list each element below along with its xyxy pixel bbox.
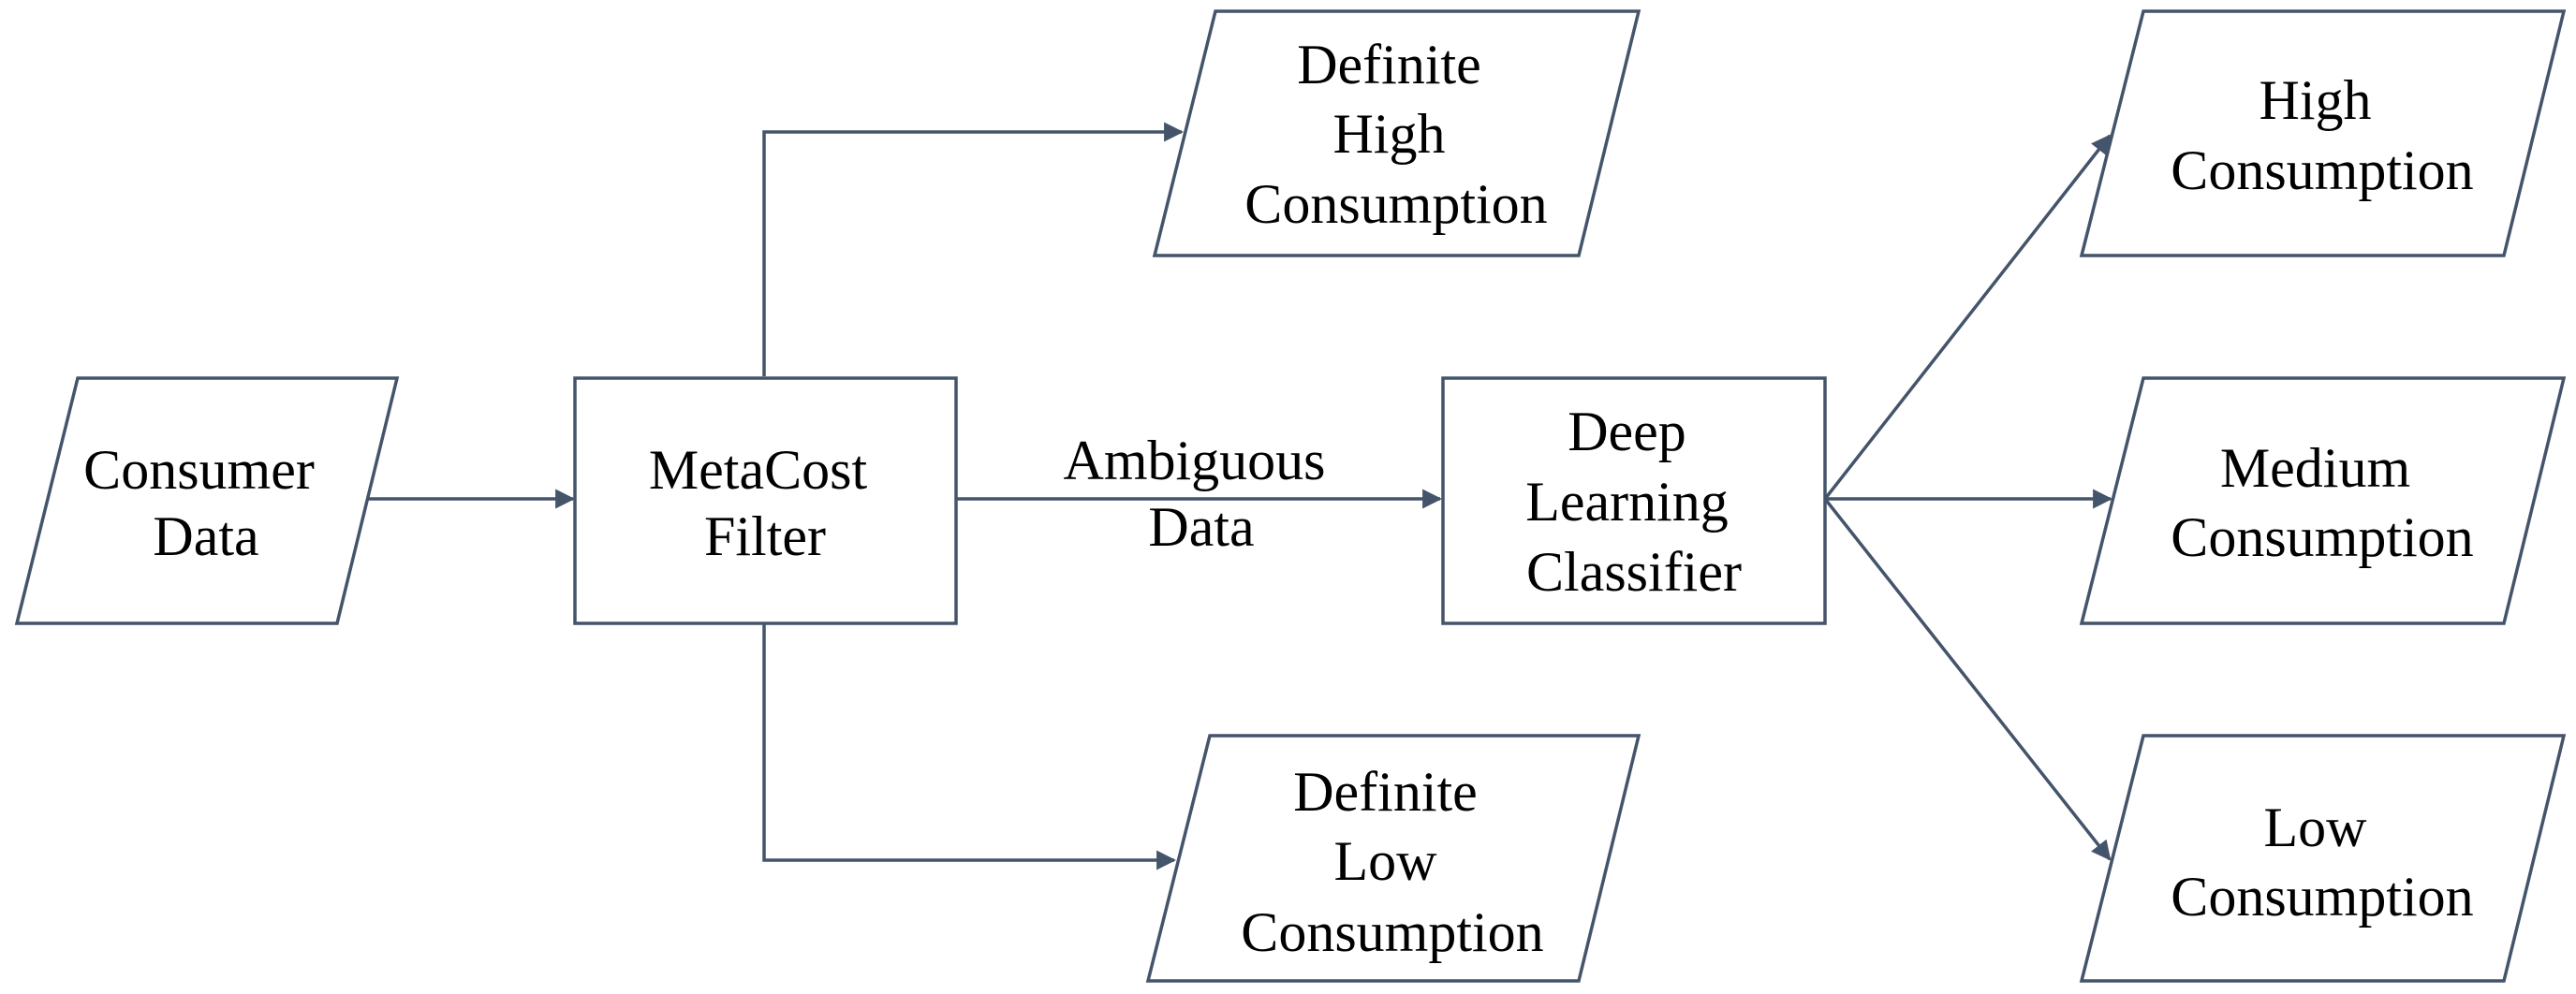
node-label-line: High xyxy=(2260,69,2372,131)
node-label: Low Consumption xyxy=(2171,797,2473,928)
arrow-filter-to-definite-low xyxy=(762,623,1177,870)
node-label-line: Classifier xyxy=(1526,541,1742,603)
parallelogram-shape xyxy=(14,376,400,625)
node-label-line: Filter xyxy=(704,505,826,567)
node-label-line: Definite xyxy=(1293,761,1478,823)
node-label-line: Medium xyxy=(2220,437,2410,499)
node-label-line: MetaCost xyxy=(649,439,868,501)
node-label: Definite High Consumption xyxy=(1244,34,1547,235)
parallelogram-shape xyxy=(2079,734,2567,983)
edge-label-line: Ambiguous xyxy=(1063,430,1325,491)
arrow-classifier-to-low xyxy=(1823,497,2112,861)
node-label: Consumer Data xyxy=(83,439,329,567)
arrow-filter-to-definite-high xyxy=(762,122,1185,376)
node-consumer-data: Consumer Data xyxy=(14,376,400,625)
node-label-line: Learning xyxy=(1525,471,1729,533)
edge-label-ambiguous-data: Ambiguous Data xyxy=(1063,430,1339,558)
node-label: High Consumption xyxy=(2171,69,2473,201)
rectangle-shape xyxy=(1441,376,1827,625)
rectangle-shape xyxy=(573,376,958,625)
node-label: MetaCost Filter xyxy=(649,439,881,567)
node-label-line: High xyxy=(1333,103,1446,165)
parallelogram-shape xyxy=(2079,9,2567,257)
node-medium-consumption: Medium Consumption xyxy=(2079,376,2567,625)
node-label-line: Consumption xyxy=(2171,506,2473,568)
node-label-line: Low xyxy=(1334,830,1438,892)
node-definite-low-consumption: Definite Low Consumption xyxy=(1145,734,1641,983)
node-high-consumption: High Consumption xyxy=(2079,9,2567,257)
node-label-line: Consumption xyxy=(1244,173,1547,235)
node-label: Medium Consumption xyxy=(2171,437,2473,568)
node-low-consumption: Low Consumption xyxy=(2079,734,2567,983)
node-definite-high-consumption: Definite High Consumption xyxy=(1152,9,1641,257)
node-label-line: Consumption xyxy=(1241,901,1543,963)
node-label-line: Consumption xyxy=(2171,866,2473,928)
node-label-line: Low xyxy=(2264,797,2368,858)
edge-label-line: Data xyxy=(1148,496,1254,558)
parallelogram-shape xyxy=(2079,376,2567,625)
node-label-line: Definite xyxy=(1297,34,1481,95)
node-label-line: Consumption xyxy=(2171,139,2473,201)
node-label: Definite Low Consumption xyxy=(1241,761,1543,963)
parallelogram-shape xyxy=(1152,9,1641,257)
node-metacost-filter: MetaCost Filter xyxy=(573,376,958,625)
node-label-line: Deep xyxy=(1568,401,1686,462)
parallelogram-shape xyxy=(1145,734,1641,983)
node-label: Deep Learning Classifier xyxy=(1525,401,1743,603)
arrow-classifier-to-high xyxy=(1823,134,2112,501)
node-label-line: Consumer xyxy=(83,439,315,501)
node-label-line: Data xyxy=(153,505,258,567)
connectors xyxy=(367,122,2113,870)
node-deep-learning-classifier: Deep Learning Classifier xyxy=(1441,376,1827,625)
